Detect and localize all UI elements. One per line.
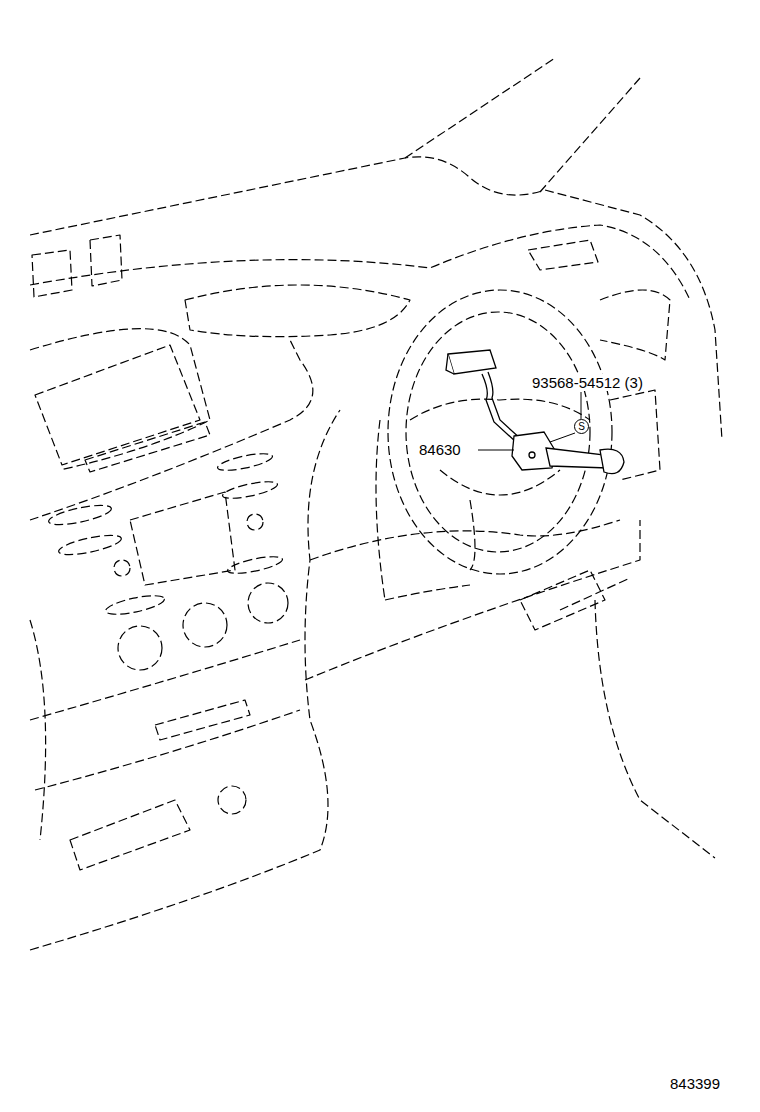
- leader-line: [550, 433, 575, 442]
- symbol-circle: S: [574, 419, 589, 434]
- part-number: 93568-54512 (3): [530, 374, 645, 391]
- leader-line: [581, 392, 582, 419]
- symbol-letter: S: [578, 422, 585, 432]
- leader-line: [478, 450, 514, 451]
- part-number: 84630: [417, 441, 463, 458]
- figure-number: 843399: [668, 1075, 722, 1092]
